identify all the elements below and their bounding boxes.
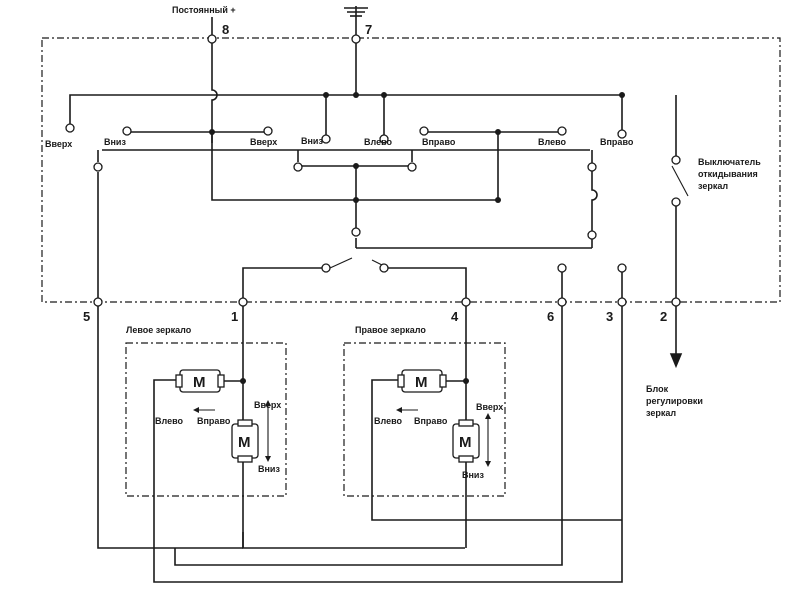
left-mirror-label-left: Влево [155,416,184,426]
fold-switch-line2: откидывания [698,169,758,179]
pin-8-label: 8 [222,22,229,37]
switch-label-down-mid: Вниз [301,136,323,146]
ground-icon [344,6,368,17]
right-mirror-label-left: Влево [374,416,403,426]
switch-label-right-mid: Вправо [422,137,456,147]
right-mirror-label-right: Вправо [414,416,448,426]
right-mirror-label-down: Вниз [462,470,484,480]
pin-4-label: 4 [451,309,459,324]
terminal-7 [351,34,361,44]
pin-7-label: 7 [365,22,372,37]
right-mirror-title: Правое зеркало [355,325,426,335]
switch-label-up-mid: Вверх [250,137,277,147]
mirror-unit-line1: Блок [646,384,669,394]
switch-label-left-mid: Влево [364,137,393,147]
pin-5-label: 5 [83,309,90,324]
left-mirror-title: Левое зеркало [126,325,192,335]
pin-6-label: 6 [547,309,554,324]
left-mirror-motor2: M [238,434,251,451]
switch-label-up-left: Вверх [45,139,72,149]
pin-1-label: 1 [231,309,238,324]
pin-3-label: 3 [606,309,613,324]
pin-2-label: 2 [660,309,667,324]
switch-label-right-right: Вправо [600,137,634,147]
switch-label-left-right: Влево [538,137,567,147]
terminal-8 [207,34,217,44]
control-unit-border [41,37,781,303]
left-mirror-label-right: Вправо [197,416,231,426]
right-mirror: Правое зеркало M M Влево Вправо Вверх Вн… [343,325,506,497]
right-mirror-label-up: Вверх [476,402,503,412]
mirror-unit-line2: регулировки [646,396,703,406]
mirror-unit-line3: зеркал [646,408,676,418]
left-mirror-label-up: Вверх [254,400,281,410]
supply-plus-label: Постоянный + [172,5,236,15]
left-mirror: Левое зеркало M M Влево Вправо Вверх Вни… [125,325,287,497]
connector-terminals [93,297,681,307]
right-mirror-motor1: M [415,374,428,391]
left-mirror-motor1: M [193,374,206,391]
fold-switch-line3: зеркал [698,181,728,191]
switch-block-wiring [69,43,689,302]
right-mirror-motor2: M [459,434,472,451]
junction-dots [209,92,625,203]
switch-contacts [65,123,681,273]
external-wiring [97,306,683,583]
left-mirror-label-down: Вниз [258,464,280,474]
switch-label-down-left: Вниз [104,137,126,147]
fold-switch-line1: Выключатель [698,157,761,167]
